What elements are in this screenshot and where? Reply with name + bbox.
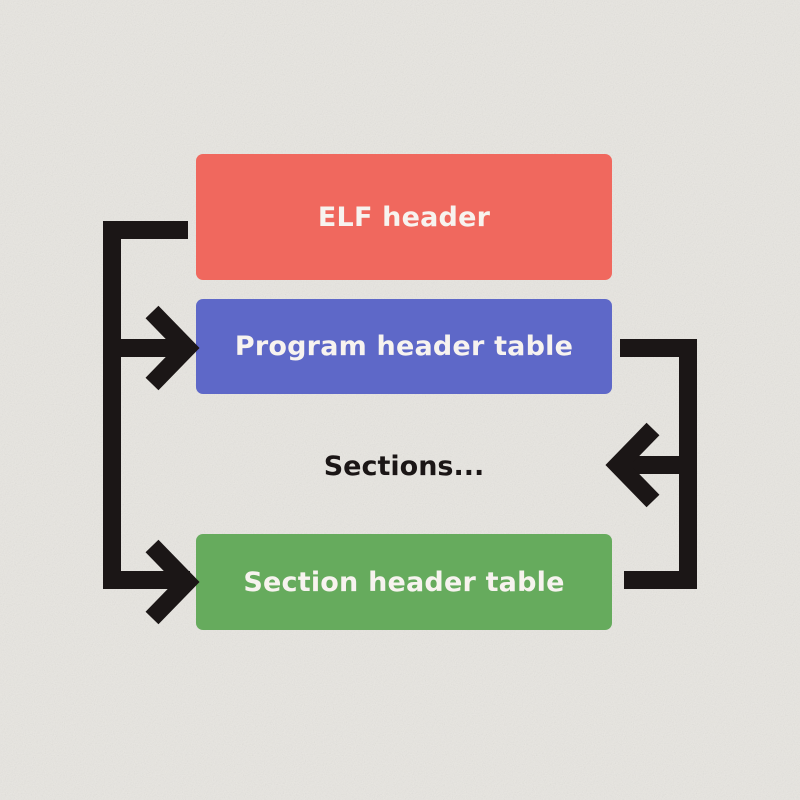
sections-arrow-icon [605,422,660,508]
elf-header-label: ELF header [317,201,491,233]
sections-label: Sections... [323,450,485,482]
section-header-arrow-icon [145,539,200,625]
elf-header-block: ELF header [196,154,612,280]
left-connector-line [103,221,190,589]
program-header-table-block: Program header table [196,299,612,394]
program-header-arrow-icon [145,305,200,391]
program-header-table-label: Program header table [234,331,574,362]
section-header-table-block: Section header table [196,534,612,630]
section-header-table-label: Section header table [243,566,565,598]
